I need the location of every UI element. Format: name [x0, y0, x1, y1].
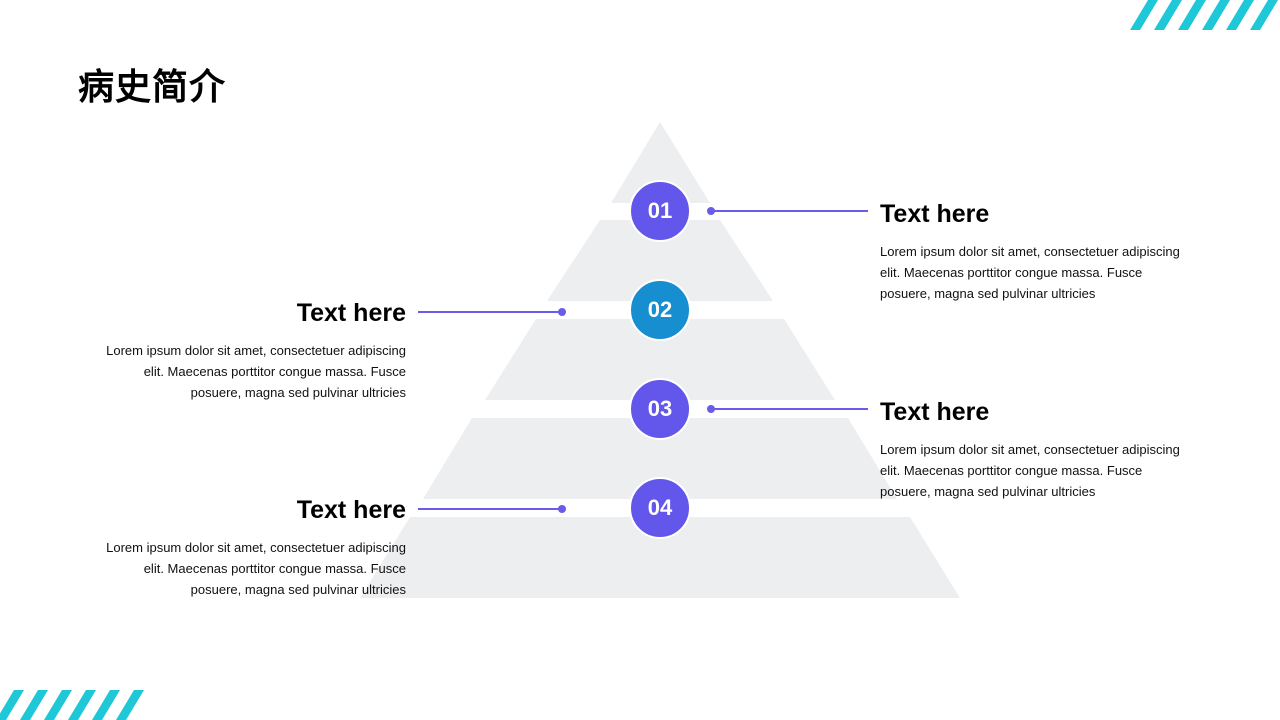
connector-line-03: [711, 408, 868, 410]
step-heading: Text here: [880, 200, 990, 228]
step-number: 04: [647, 495, 673, 520]
step-block-04: Text here Lorem ipsum dolor sit amet, co…: [106, 496, 406, 600]
step-badge-02: 02: [629, 279, 691, 341]
pyramid-tier-4: [423, 418, 897, 499]
step-number: 03: [647, 396, 673, 421]
pyramid-tier-2: [547, 220, 773, 301]
step-number: 01: [647, 198, 673, 223]
step-heading: Text here: [296, 496, 406, 524]
pyramid-tier-1: [611, 122, 710, 203]
step-number: 02: [647, 297, 673, 322]
step-badge-01: 01: [629, 180, 691, 242]
step-badge-04: 04: [629, 477, 691, 539]
step-badge-03: 03: [629, 378, 691, 440]
decorative-stripes-bottom: [0, 690, 144, 720]
connector-line-04: [418, 508, 562, 510]
connector-dot-04: [558, 505, 566, 513]
step-body: Lorem ipsum dolor sit amet, consectetuer…: [880, 244, 1180, 301]
page-title: 病史简介: [78, 67, 227, 108]
pyramid-tier-3: [485, 319, 835, 400]
step-block-02: Text here Lorem ipsum dolor sit amet, co…: [106, 299, 406, 403]
step-block-01: Text here Lorem ipsum dolor sit amet, co…: [880, 200, 1180, 304]
connector-line-01: [711, 210, 868, 212]
step-heading: Text here: [880, 398, 990, 426]
step-block-03: Text here Lorem ipsum dolor sit amet, co…: [880, 398, 1180, 502]
decorative-stripes-top: [1130, 0, 1278, 30]
pyramid-tier-5: [360, 517, 960, 598]
connector-line-02: [418, 311, 562, 313]
step-body: Lorem ipsum dolor sit amet, consectetuer…: [106, 540, 406, 597]
step-body: Lorem ipsum dolor sit amet, consectetuer…: [880, 442, 1180, 499]
step-body: Lorem ipsum dolor sit amet, consectetuer…: [106, 343, 406, 400]
step-heading: Text here: [296, 299, 406, 327]
connector-dot-02: [558, 308, 566, 316]
